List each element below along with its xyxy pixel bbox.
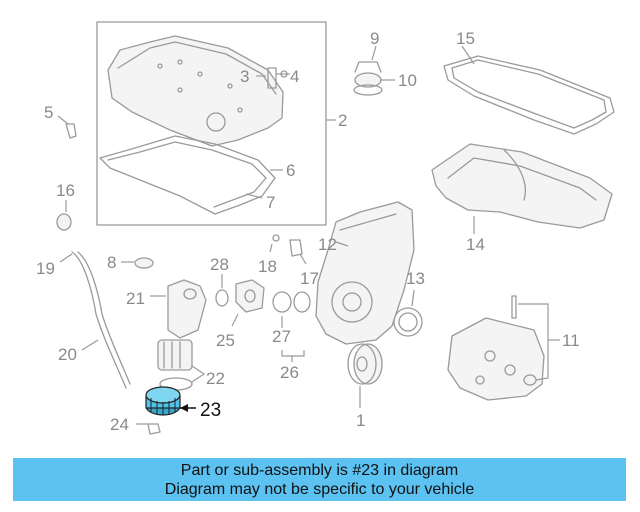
callout-14: 14 — [466, 235, 485, 254]
crank-seal — [393, 289, 423, 337]
oil-filler-cap — [353, 45, 395, 96]
callout-17: 17 — [300, 269, 319, 288]
info-banner: Part or sub-assembly is #23 in diagram D… — [13, 458, 626, 501]
callout-5: 5 — [44, 103, 53, 122]
left-small-parts — [56, 115, 154, 269]
callout-21: 21 — [126, 289, 145, 308]
callout-labels: 1 2 3 4 5 6 7 8 9 10 11 12 13 14 15 16 1… — [36, 29, 580, 434]
timing-cover — [315, 201, 415, 345]
oil-filter-housing — [447, 295, 560, 401]
oil-filter-assembly — [150, 279, 207, 391]
callout-12: 12 — [318, 235, 337, 254]
callout-10: 10 — [398, 71, 417, 90]
callout-4: 4 — [290, 67, 299, 86]
oil-pan — [431, 143, 613, 234]
valve-cover-gasket — [99, 135, 276, 215]
callout-20: 20 — [58, 345, 77, 364]
callout-15: 15 — [456, 29, 475, 48]
callout-6: 6 — [286, 161, 295, 180]
crank-pulley — [347, 343, 383, 408]
callout-7: 7 — [266, 193, 275, 212]
callout-22: 22 — [206, 369, 225, 388]
center-small-parts — [215, 234, 311, 362]
callout-23: 23 — [200, 400, 221, 421]
callout-8: 8 — [107, 253, 116, 272]
callout-28: 28 — [210, 255, 229, 274]
callout-24: 24 — [110, 415, 129, 434]
callout-11: 11 — [562, 331, 580, 350]
banner-line-1: Part or sub-assembly is #23 in diagram — [180, 461, 459, 479]
valve-cover — [107, 35, 284, 147]
callout-25: 25 — [216, 331, 235, 350]
oil-pan-gasket — [443, 45, 615, 135]
callout-2: 2 — [338, 111, 347, 130]
callout-27: 27 — [272, 327, 291, 346]
dipstick — [59, 251, 131, 389]
drain-plug — [136, 423, 161, 435]
parts-diagram: 1 2 3 4 5 6 7 8 9 10 11 12 13 14 15 16 1… — [36, 21, 615, 435]
callout-18: 18 — [258, 257, 277, 276]
callout-16: 16 — [56, 181, 75, 200]
callout-26: 26 — [280, 363, 299, 382]
callout-1: 1 — [356, 411, 365, 430]
callout-19: 19 — [36, 259, 55, 278]
callout-3: 3 — [240, 67, 249, 86]
valve-cover-group — [96, 21, 336, 226]
banner-line-2: Diagram may not be specific to your vehi… — [164, 480, 475, 498]
callout-9: 9 — [370, 29, 379, 48]
callout-13: 13 — [406, 269, 425, 288]
part-23-highlighted — [145, 386, 196, 416]
